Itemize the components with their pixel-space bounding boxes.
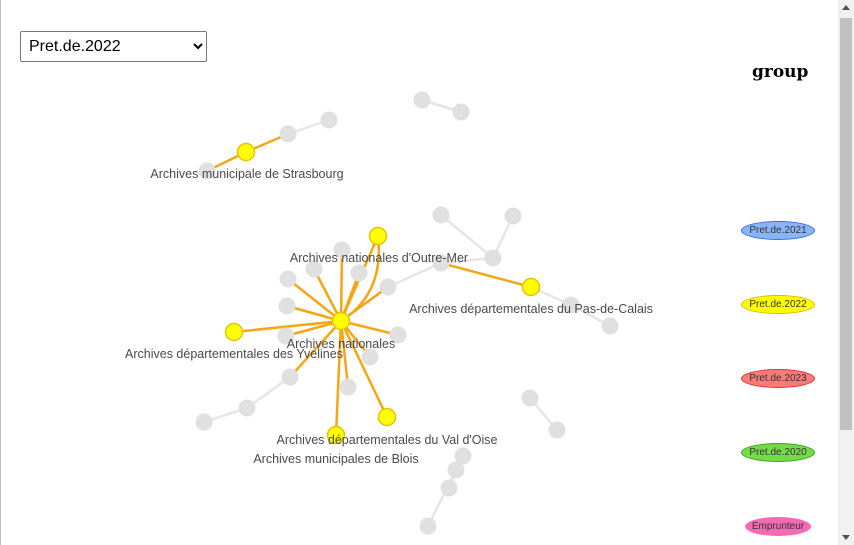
node-label-n14: Archives nationales [287, 337, 395, 351]
node-n34[interactable] [447, 461, 465, 479]
node-n17[interactable] [238, 399, 256, 417]
node-n2[interactable] [236, 142, 256, 162]
node-n4[interactable] [320, 111, 338, 129]
node-n22[interactable] [305, 260, 323, 278]
node-n23[interactable] [350, 264, 368, 282]
node-n30[interactable] [521, 389, 539, 407]
node-n6[interactable] [484, 249, 502, 267]
vertical-scrollbar[interactable] [838, 0, 854, 545]
node-n5[interactable] [504, 207, 522, 225]
edge-n14-n19[interactable] [334, 320, 343, 436]
node-n35[interactable] [419, 517, 437, 535]
node-n9[interactable] [368, 226, 388, 246]
edge-n6-n7[interactable] [440, 256, 494, 265]
edge-n7-n11[interactable] [440, 261, 532, 289]
edge-n6-n10[interactable] [440, 214, 494, 259]
node-n11[interactable] [521, 277, 541, 297]
node-label-n19: Archives municipales de Blois [253, 452, 418, 466]
node-a2[interactable] [452, 103, 470, 121]
group-select[interactable]: Pret.de.2022 [20, 31, 207, 62]
node-n13[interactable] [601, 317, 619, 335]
node-n31[interactable] [548, 421, 566, 439]
legend-pret-2023: Pret.de.2023 [741, 369, 815, 388]
node-n16[interactable] [281, 368, 299, 386]
edge-n14-n18[interactable] [339, 320, 389, 418]
scroll-thumb[interactable] [840, 18, 852, 430]
edge-n14-n24[interactable] [339, 249, 344, 322]
legend-emprunteur: Emprunteur [745, 517, 811, 536]
edge-n7-n8[interactable] [387, 261, 442, 289]
node-n15[interactable] [224, 322, 244, 342]
edge-n16-n17[interactable] [246, 375, 291, 410]
legend-pret-2020: Pret.de.2020 [741, 443, 815, 462]
node-n14[interactable] [331, 311, 351, 331]
node-n7[interactable] [432, 254, 450, 272]
node-label-n18: Archives départementales du Val d'Oise [276, 433, 497, 447]
edge-n14-n8[interactable] [340, 285, 389, 323]
node-label-n1: Archives municipale de Strasbourg [150, 167, 343, 181]
edge-n14-n28[interactable] [285, 319, 342, 338]
node-n24[interactable] [333, 241, 351, 259]
node-n28[interactable] [277, 327, 295, 345]
node-n32[interactable] [454, 447, 472, 465]
node-n12[interactable] [562, 296, 580, 314]
node-n27[interactable] [339, 378, 357, 396]
edge-n14-n16[interactable] [289, 320, 342, 378]
node-n29[interactable] [195, 413, 213, 431]
edge-n14-n25[interactable] [340, 319, 399, 337]
node-label-n11: Archives départementales du Pas-de-Calai… [409, 302, 653, 316]
node-n19[interactable] [326, 425, 346, 445]
edge-n14-n20[interactable] [287, 278, 342, 322]
node-a1[interactable] [413, 91, 431, 109]
node-n8[interactable] [379, 278, 397, 296]
node-n33[interactable] [440, 479, 458, 497]
edge-n14-n22[interactable] [312, 268, 343, 322]
scroll-down-arrow-icon[interactable] [842, 535, 850, 540]
scroll-up-arrow-icon[interactable] [842, 5, 850, 10]
node-n26[interactable] [361, 348, 379, 366]
node-n25[interactable] [389, 326, 407, 344]
edge-n14-n15[interactable] [233, 319, 342, 334]
legend-title: group [752, 62, 809, 82]
node-n20[interactable] [279, 270, 297, 288]
edge-n14-n21[interactable] [286, 304, 342, 323]
edge-n34-n35[interactable] [426, 469, 458, 527]
legend-pret-2022: Pret.de.2022 [741, 295, 815, 314]
node-label-n15: Archives départementales des Yvelines [125, 347, 343, 361]
node-n1[interactable] [198, 162, 216, 180]
edge-n14-n27[interactable] [339, 320, 350, 388]
node-n3[interactable] [279, 125, 297, 143]
node-label-n9: Archives nationales d'Outre-Mer [290, 251, 468, 265]
node-n21[interactable] [278, 297, 296, 315]
node-n18[interactable] [377, 407, 397, 427]
legend-pret-2021: Pret.de.2021 [741, 221, 815, 240]
node-n10[interactable] [432, 206, 450, 224]
